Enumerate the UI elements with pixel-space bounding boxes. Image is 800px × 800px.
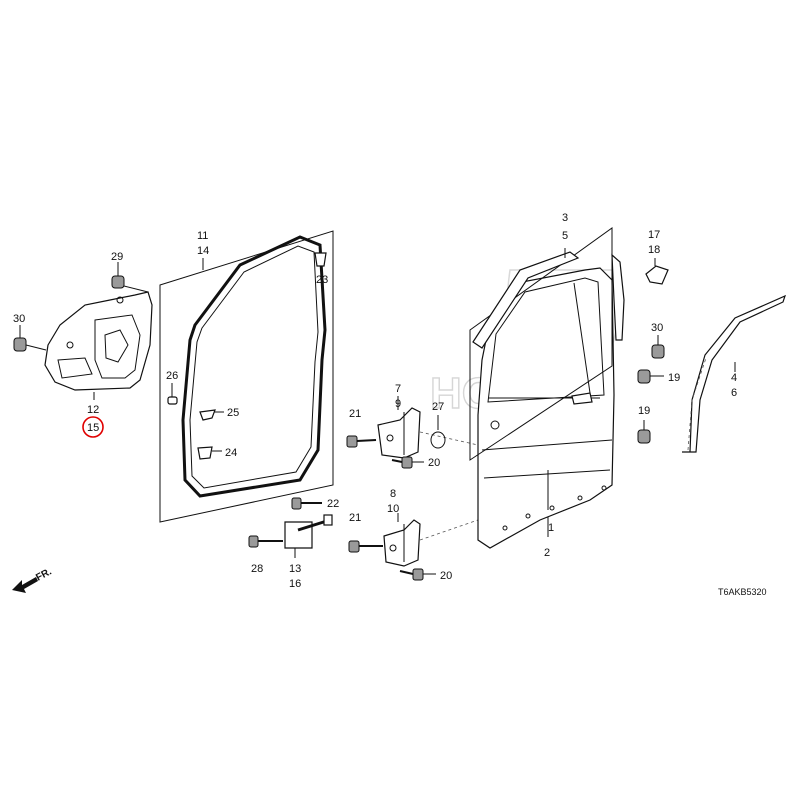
- door-checker-13-16[interactable]: [284, 514, 333, 549]
- callout-14: 14: [197, 245, 209, 257]
- callout-20-upper: 20: [428, 457, 440, 469]
- callout-11: 11: [197, 230, 208, 242]
- part-12-15-inner-panel[interactable]: [44, 291, 153, 391]
- callout-3: 3: [562, 212, 568, 224]
- bolt-21-lower[interactable]: [348, 540, 383, 553]
- callout-13: 13: [289, 563, 301, 575]
- front-arrow-icon: [12, 577, 38, 593]
- callout-7: 7: [395, 383, 401, 395]
- callout-20-lower: 20: [440, 570, 452, 582]
- bolt-28[interactable]: [248, 535, 283, 548]
- callout-12: 12: [87, 404, 99, 416]
- callout-9: 9: [395, 398, 401, 410]
- direction-label: FR.: [34, 566, 54, 583]
- callout-28: 28: [251, 563, 263, 575]
- molding-4-6[interactable]: [682, 294, 786, 453]
- grommet-19-upper[interactable]: [637, 369, 664, 384]
- callout-21-lower: 21: [349, 512, 361, 524]
- callout-19-lower: 19: [638, 405, 650, 417]
- callout-23: 23: [316, 274, 328, 286]
- callout-2: 2: [544, 547, 550, 559]
- clip-23[interactable]: [314, 252, 327, 267]
- clip-30-left[interactable]: [13, 325, 47, 352]
- callout-26: 26: [166, 370, 178, 382]
- callout-10: 10: [387, 503, 399, 515]
- callout-22: 22: [327, 498, 339, 510]
- callout-27: 27: [432, 401, 444, 413]
- callout-1: 1: [548, 522, 554, 534]
- callout-18: 18: [648, 244, 660, 256]
- callout-19-upper: 19: [668, 372, 680, 384]
- bolt-22[interactable]: [291, 497, 322, 510]
- upper-hinge-7-9[interactable]: [377, 407, 421, 459]
- callout-21-upper: 21: [349, 408, 361, 420]
- callout-labels: 1 2 3 5 4 6 7 9 8 10 11 14 12 15 13 16 1…: [13, 212, 737, 590]
- clip-29[interactable]: [111, 262, 149, 293]
- bolt-20-lower[interactable]: [399, 568, 436, 581]
- callout-6: 6: [731, 387, 737, 399]
- clip-26[interactable]: [167, 383, 178, 405]
- nut-30-right[interactable]: [651, 335, 665, 359]
- callout-30-right: 30: [651, 322, 663, 334]
- callout-15: 15: [87, 422, 99, 434]
- callout-16: 16: [289, 578, 301, 590]
- callout-30-left: 30: [13, 313, 25, 325]
- callout-8: 8: [390, 488, 396, 500]
- front-direction-indicator: FR.: [12, 566, 54, 593]
- callout-4: 4: [731, 372, 737, 384]
- clip-17-18[interactable]: [645, 258, 669, 285]
- lower-hinge-8-10[interactable]: [383, 519, 421, 567]
- callout-17: 17: [648, 229, 660, 241]
- clip-25[interactable]: [199, 409, 224, 421]
- bolt-20-upper[interactable]: [391, 456, 424, 469]
- grommet-19-lower[interactable]: [637, 420, 651, 444]
- bolt-21-upper[interactable]: [346, 435, 377, 448]
- highlight-ring-callout-15: [82, 416, 104, 438]
- grommet-27[interactable]: [430, 415, 446, 449]
- clip-24[interactable]: [197, 446, 222, 460]
- sash-molding-3-5[interactable]: [472, 251, 625, 349]
- callout-25: 25: [227, 407, 239, 419]
- diagram-code: T6AKB5320: [718, 587, 767, 597]
- callout-24: 24: [225, 447, 237, 459]
- part-11-14-weatherstrip[interactable]: [181, 235, 327, 498]
- callout-5: 5: [562, 230, 568, 242]
- callout-29: 29: [111, 251, 123, 263]
